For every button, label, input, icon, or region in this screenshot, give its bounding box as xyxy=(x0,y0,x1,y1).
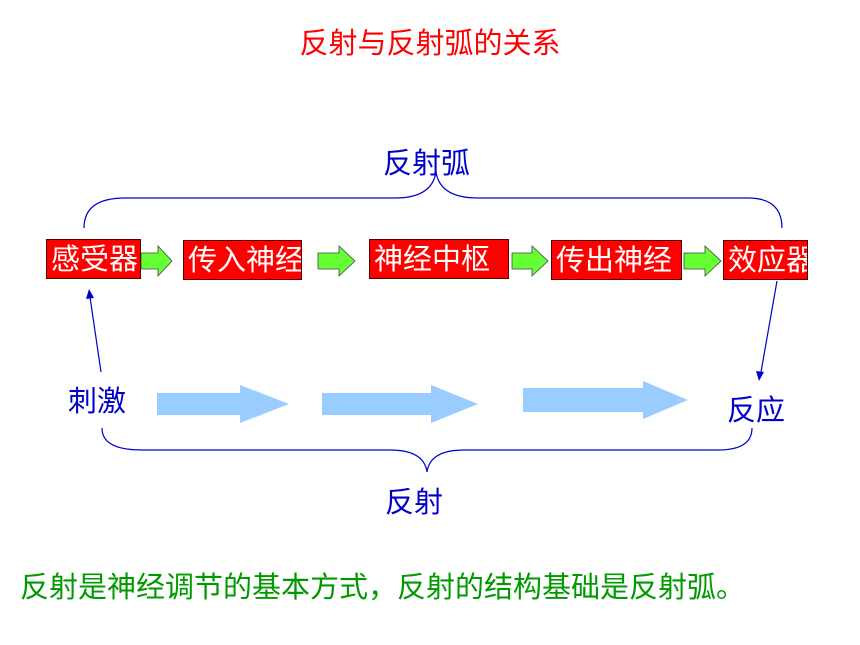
stimulus-to-receptor-arrowhead xyxy=(86,289,94,299)
box-afferent-nerve: 传入神经 xyxy=(183,240,302,280)
footer-note: 反射是神经调节的基本方式，反射的结构基础是反射弧。 xyxy=(20,570,746,604)
reflex-brace xyxy=(101,427,753,473)
box-effector: 效应器 xyxy=(723,240,808,280)
stimulus-label: 刺激 xyxy=(68,384,127,418)
green-arrow-1 xyxy=(140,244,173,278)
blue-arrow-1 xyxy=(157,385,289,423)
reflex-arc-label: 反射弧 xyxy=(383,146,471,180)
box-receptor: 感受器 xyxy=(46,239,141,279)
response-label: 反应 xyxy=(727,393,786,427)
box-nerve-center: 神经中枢 xyxy=(369,239,509,279)
box-efferent-nerve: 传出神经 xyxy=(551,240,682,280)
blue-arrow-3 xyxy=(523,381,688,419)
page-title: 反射与反射弧的关系 xyxy=(299,26,561,60)
green-arrow-2 xyxy=(317,245,356,277)
reflex-arc-brace xyxy=(83,171,783,229)
green-arrow-4 xyxy=(683,245,722,277)
stimulus-to-receptor-line xyxy=(89,296,102,373)
effector-to-response-arrowhead xyxy=(756,371,764,381)
effector-to-response-line xyxy=(760,280,778,373)
blue-arrow-2 xyxy=(322,385,478,423)
reflex-label: 反射 xyxy=(385,485,444,519)
green-arrow-3 xyxy=(511,245,549,277)
